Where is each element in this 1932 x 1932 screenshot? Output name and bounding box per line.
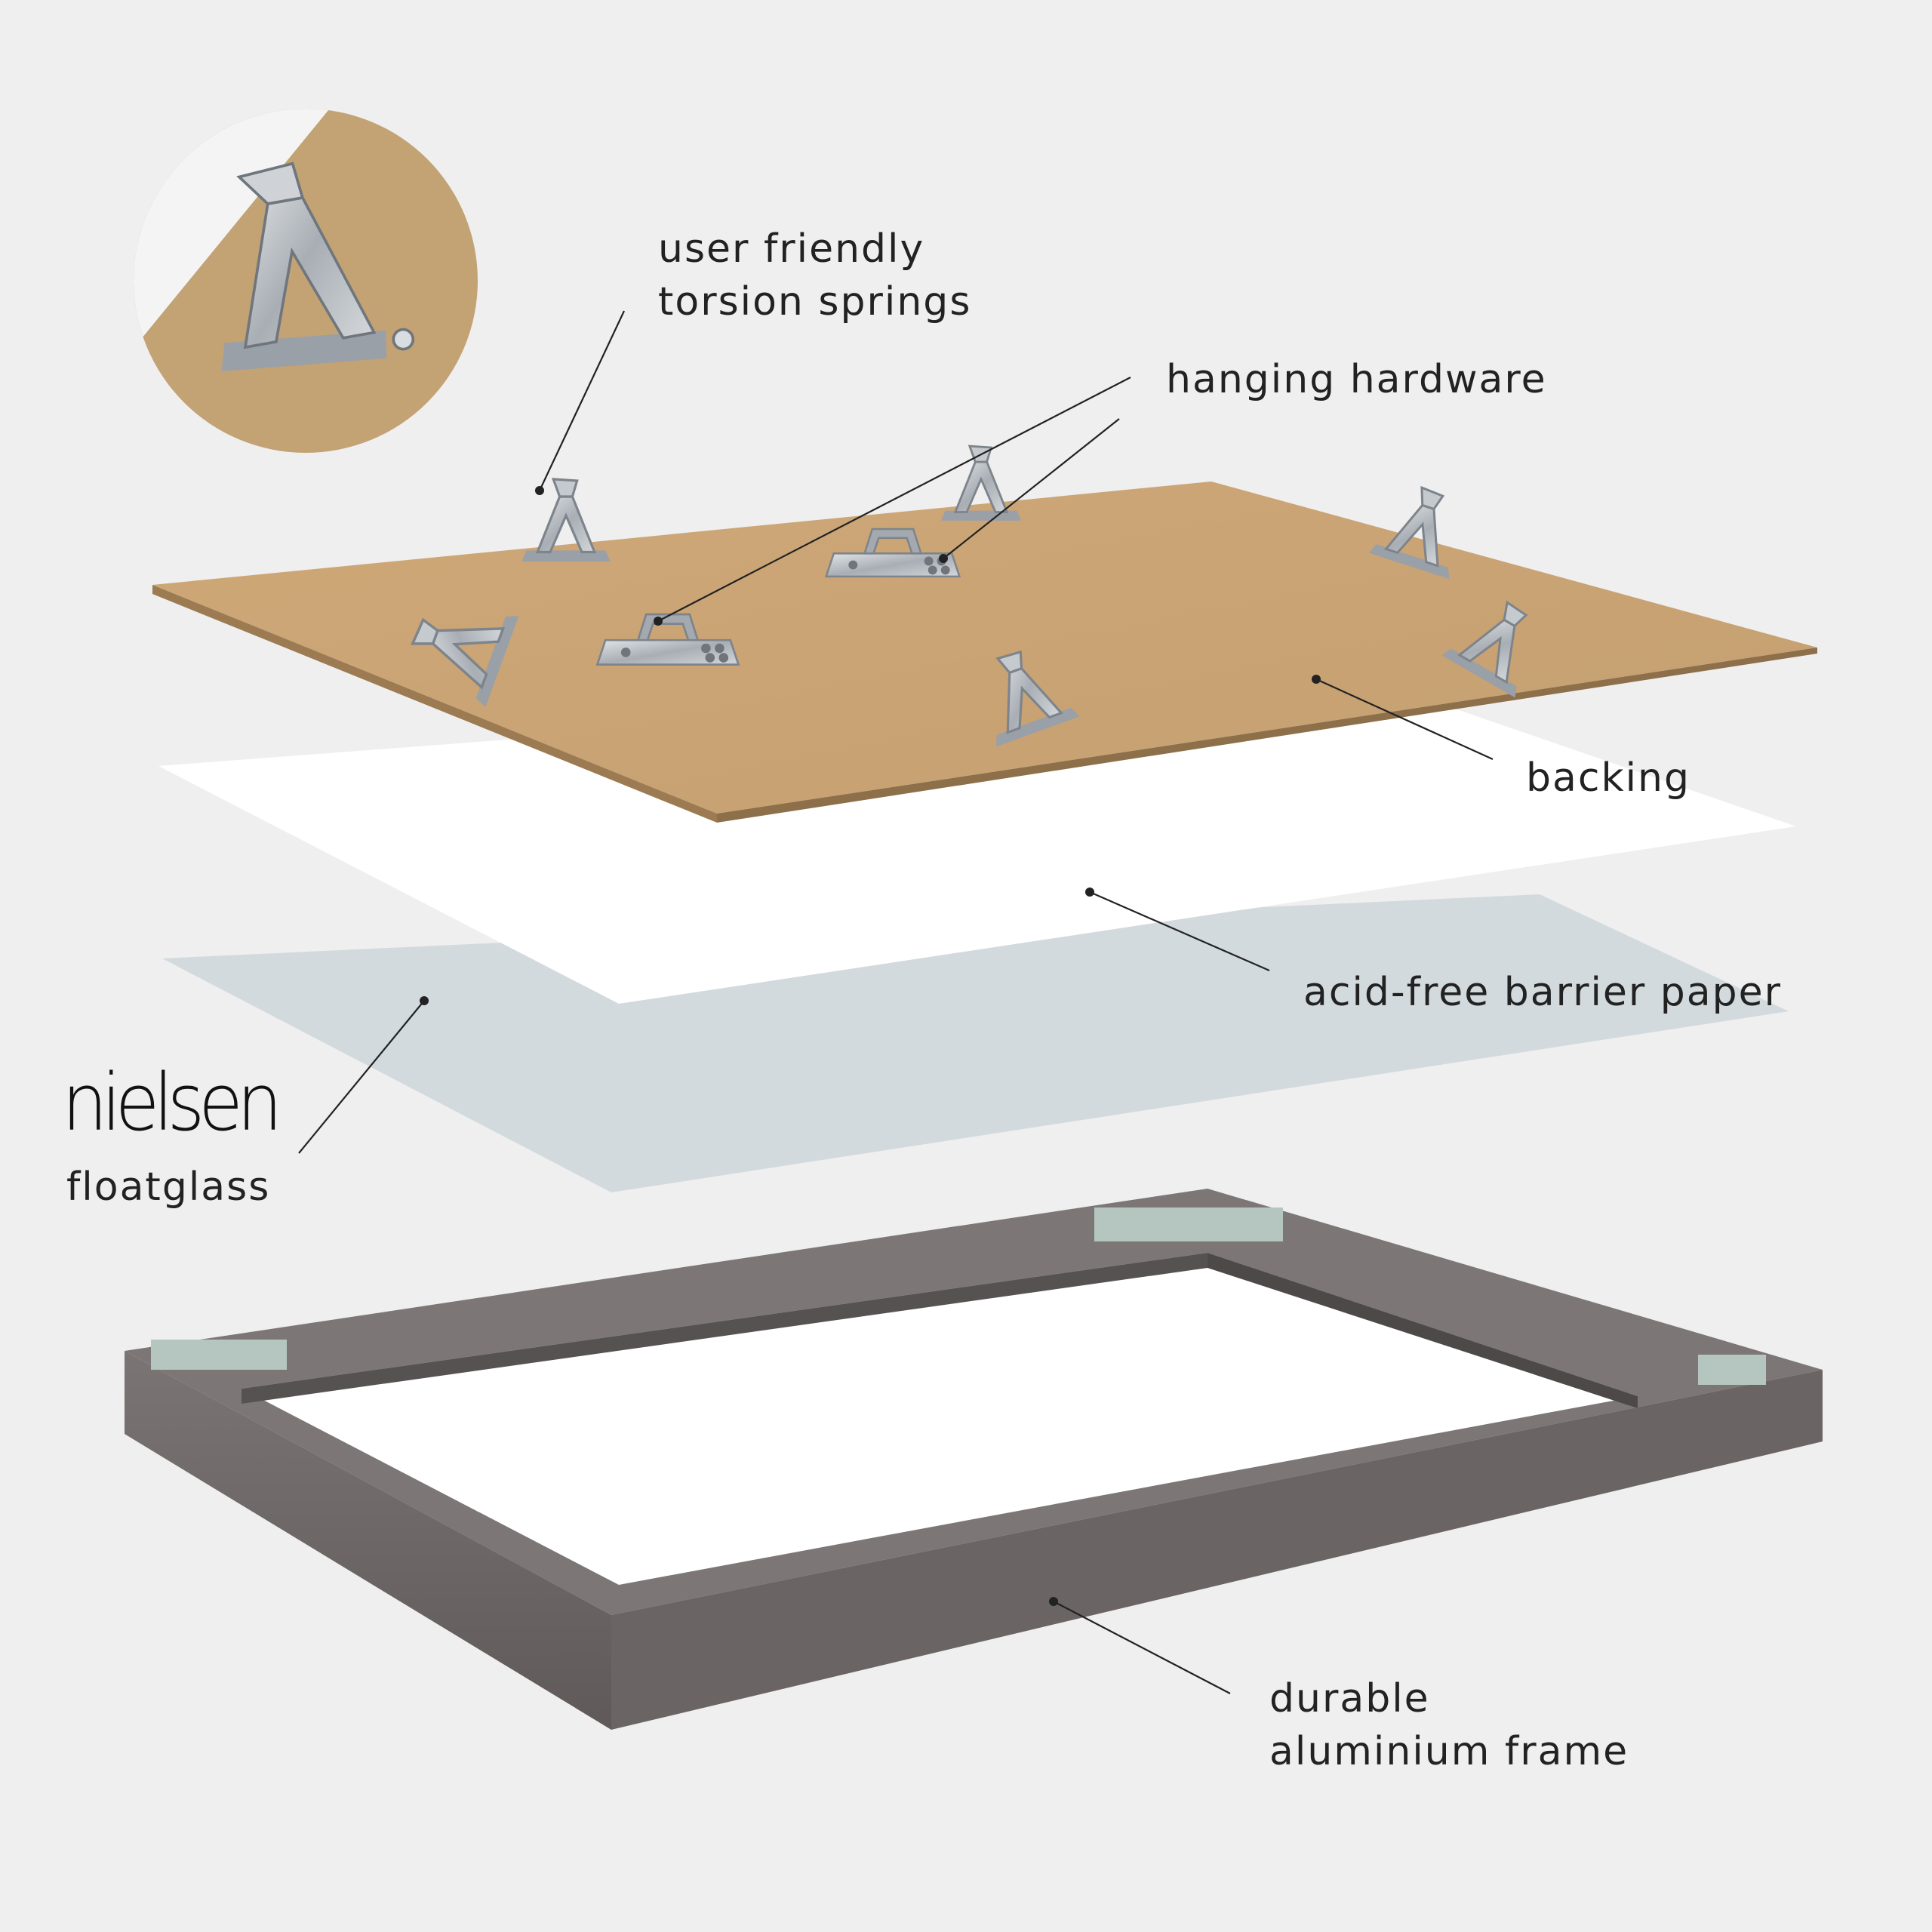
nielsen-brand-logo: nielsen bbox=[62, 1057, 282, 1149]
leader-hanging-hardware-2 bbox=[943, 418, 1120, 559]
label-frame-line2: aluminium frame bbox=[1269, 1729, 1629, 1774]
leader-torsion-springs bbox=[539, 310, 625, 491]
label-hanging-hardware: hanging hardware bbox=[1166, 357, 1547, 402]
backing-board-edge bbox=[152, 585, 717, 823]
frame-opening bbox=[242, 1253, 1638, 1585]
backing-board bbox=[152, 481, 1817, 814]
corner-bracket-back bbox=[1094, 1208, 1283, 1241]
corner-bracket-right bbox=[1698, 1355, 1766, 1385]
dot-hanging-hardware-2 bbox=[939, 554, 948, 563]
leader-floatglass bbox=[298, 1000, 425, 1154]
leader-frame bbox=[1053, 1601, 1231, 1694]
label-barrier-paper: acid-free barrier paper bbox=[1303, 970, 1783, 1015]
leader-backing bbox=[1315, 678, 1494, 761]
label-frame-line1: durable bbox=[1269, 1676, 1430, 1721]
frame-inner-rail-back bbox=[242, 1253, 1208, 1404]
leader-barrier-paper bbox=[1089, 891, 1270, 972]
frame-inner-rail-right bbox=[1208, 1253, 1638, 1408]
dot-backing bbox=[1312, 675, 1321, 684]
dot-hanging-hardware-1 bbox=[654, 617, 663, 626]
leader-hanging-hardware-1 bbox=[657, 377, 1131, 622]
frame-right-side bbox=[611, 1370, 1823, 1730]
dot-torsion-springs bbox=[535, 486, 544, 495]
dot-floatglass bbox=[420, 996, 429, 1005]
leader-dots bbox=[420, 486, 1321, 1606]
spring-detail-inset bbox=[134, 109, 478, 453]
label-torsion-springs-line1: user friendly bbox=[658, 226, 925, 272]
label-torsion-springs-line2: torsion springs bbox=[658, 279, 972, 325]
backing-board-edge-right bbox=[717, 648, 1817, 823]
label-floatglass: floatglass bbox=[66, 1164, 271, 1210]
corner-bracket-left bbox=[151, 1340, 287, 1370]
dot-frame bbox=[1049, 1597, 1058, 1606]
frame-front-side bbox=[125, 1351, 611, 1730]
label-backing: backing bbox=[1526, 755, 1690, 801]
dot-barrier-paper bbox=[1085, 888, 1094, 897]
frame-top-face bbox=[125, 1189, 1823, 1615]
leader-lines bbox=[298, 310, 1494, 1694]
